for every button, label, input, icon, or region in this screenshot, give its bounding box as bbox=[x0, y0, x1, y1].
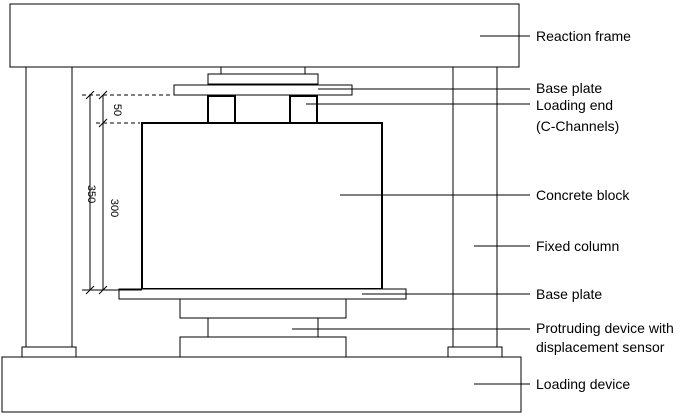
protruding-device-stem bbox=[207, 317, 319, 338]
tick-top-top bbox=[98, 90, 108, 100]
c-channel-right bbox=[289, 95, 318, 124]
protruding-device-top bbox=[179, 298, 347, 319]
dim-top-gap-label: 50 bbox=[111, 104, 123, 116]
c-channel-left bbox=[207, 95, 236, 124]
right-column-foot bbox=[447, 346, 503, 358]
label-protruding-device-line2: displacement sensor bbox=[536, 339, 665, 355]
label-base-plate-bottom: Base plate bbox=[536, 286, 602, 302]
right-fixed-column bbox=[452, 66, 498, 348]
tick-total-bottom bbox=[85, 285, 95, 295]
protruding-device-base bbox=[179, 336, 347, 358]
left-fixed-column bbox=[25, 66, 73, 348]
tick-total-top bbox=[85, 90, 95, 100]
left-column-foot bbox=[21, 346, 77, 358]
label-concrete-block: Concrete block bbox=[536, 187, 630, 203]
label-fixed-column: Fixed column bbox=[536, 238, 619, 254]
label-loading-end-line2: (C-Channels) bbox=[536, 118, 619, 134]
top-connector bbox=[220, 66, 306, 75]
tick-mid bbox=[98, 118, 108, 128]
label-base-plate-top: Base plate bbox=[536, 80, 602, 96]
label-loading-end-line1: Loading end bbox=[536, 97, 613, 113]
reaction-frame bbox=[9, 3, 520, 68]
loading-device bbox=[1, 356, 522, 413]
concrete-block bbox=[141, 122, 383, 290]
dim-block-height-label: 300 bbox=[108, 199, 120, 217]
tick-block-bottom bbox=[98, 285, 108, 295]
label-reaction-frame: Reaction frame bbox=[536, 28, 631, 44]
top-loading-plate bbox=[207, 73, 319, 85]
label-protruding-device-line1: Protruding device with bbox=[536, 320, 674, 336]
top-base-plate bbox=[173, 84, 353, 96]
label-loading-device: Loading device bbox=[536, 376, 630, 392]
dim-total-height-label: 350 bbox=[85, 185, 97, 203]
